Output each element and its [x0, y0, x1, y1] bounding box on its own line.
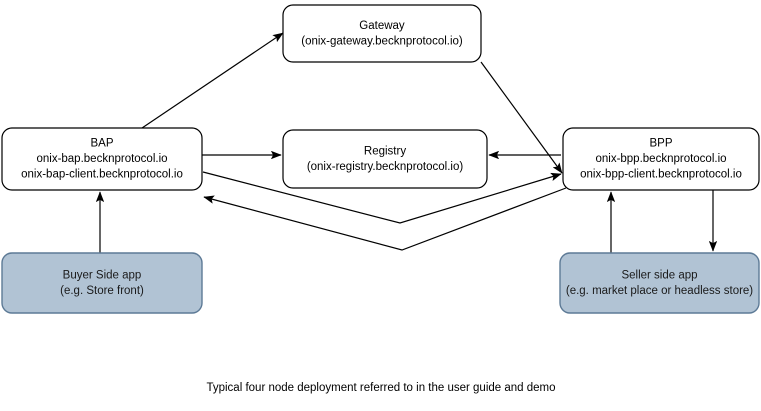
- edge-gateway-to-bpp: [480, 61, 563, 174]
- node-label-bap-line-2: onix-bap-client.becknprotocol.io: [21, 169, 183, 181]
- node-box-bpp: [562, 127, 760, 191]
- nodes-layer: Gateway (onix-gateway.becknprotocol.io) BA…: [1, 4, 760, 314]
- node-gateway[interactable]: Gateway (onix-gateway.becknprotocol.io): [282, 4, 482, 63]
- node-label-gateway-line-1: (onix-gateway.becknprotocol.io): [301, 35, 463, 47]
- diagram-caption: Typical four node deployment referred to…: [206, 382, 555, 394]
- node-label-registry-line-1: (onix-registry.becknprotocol.io): [307, 161, 464, 173]
- node-box-seller-side-app: [559, 252, 760, 314]
- node-buyer-side-app[interactable]: Buyer Side app (e.g. Store front): [1, 252, 203, 314]
- node-box-registry: [282, 129, 488, 189]
- node-bap[interactable]: BAP onix-bap.becknprotocol.io onix-bap-cli…: [1, 127, 203, 191]
- edges-layer: [49, 32, 718, 253]
- edge-bpp-to-bap: [203, 187, 567, 251]
- node-label-bap-line-0: BAP: [90, 138, 113, 150]
- node-box-buyer-side-app: [1, 252, 203, 314]
- node-label-seller-side-app-line-0: Seller side app: [621, 269, 697, 281]
- node-seller-side-app[interactable]: Seller side app (e.g. market place or hea…: [559, 252, 760, 314]
- node-label-registry-line-0: Registry: [364, 145, 406, 157]
- node-label-bpp-line-1: onix-bpp.becknprotocol.io: [595, 153, 726, 165]
- node-label-bpp-line-2: onix-bpp-client.becknprotocol.io: [580, 169, 742, 181]
- node-label-buyer-side-app-line-0: Buyer Side app: [63, 269, 142, 281]
- node-label-buyer-side-app-line-1: (e.g. Store front): [60, 285, 144, 297]
- node-box-bap: [1, 127, 203, 191]
- node-box-gateway: [282, 4, 482, 63]
- edge-bap-to-bpp: [202, 171, 562, 224]
- node-registry[interactable]: Registry (onix-registry.becknprotocol.io): [282, 129, 488, 189]
- node-label-gateway-line-0: Gateway: [359, 20, 405, 32]
- node-bpp[interactable]: BPP onix-bpp.becknprotocol.io onix-bpp-cli…: [562, 127, 760, 191]
- node-label-bpp-line-0: BPP: [649, 138, 672, 150]
- node-label-seller-side-app-line-1: (e.g. market place or headless store): [566, 285, 753, 297]
- node-label-bap-line-1: onix-bap.becknprotocol.io: [36, 153, 167, 165]
